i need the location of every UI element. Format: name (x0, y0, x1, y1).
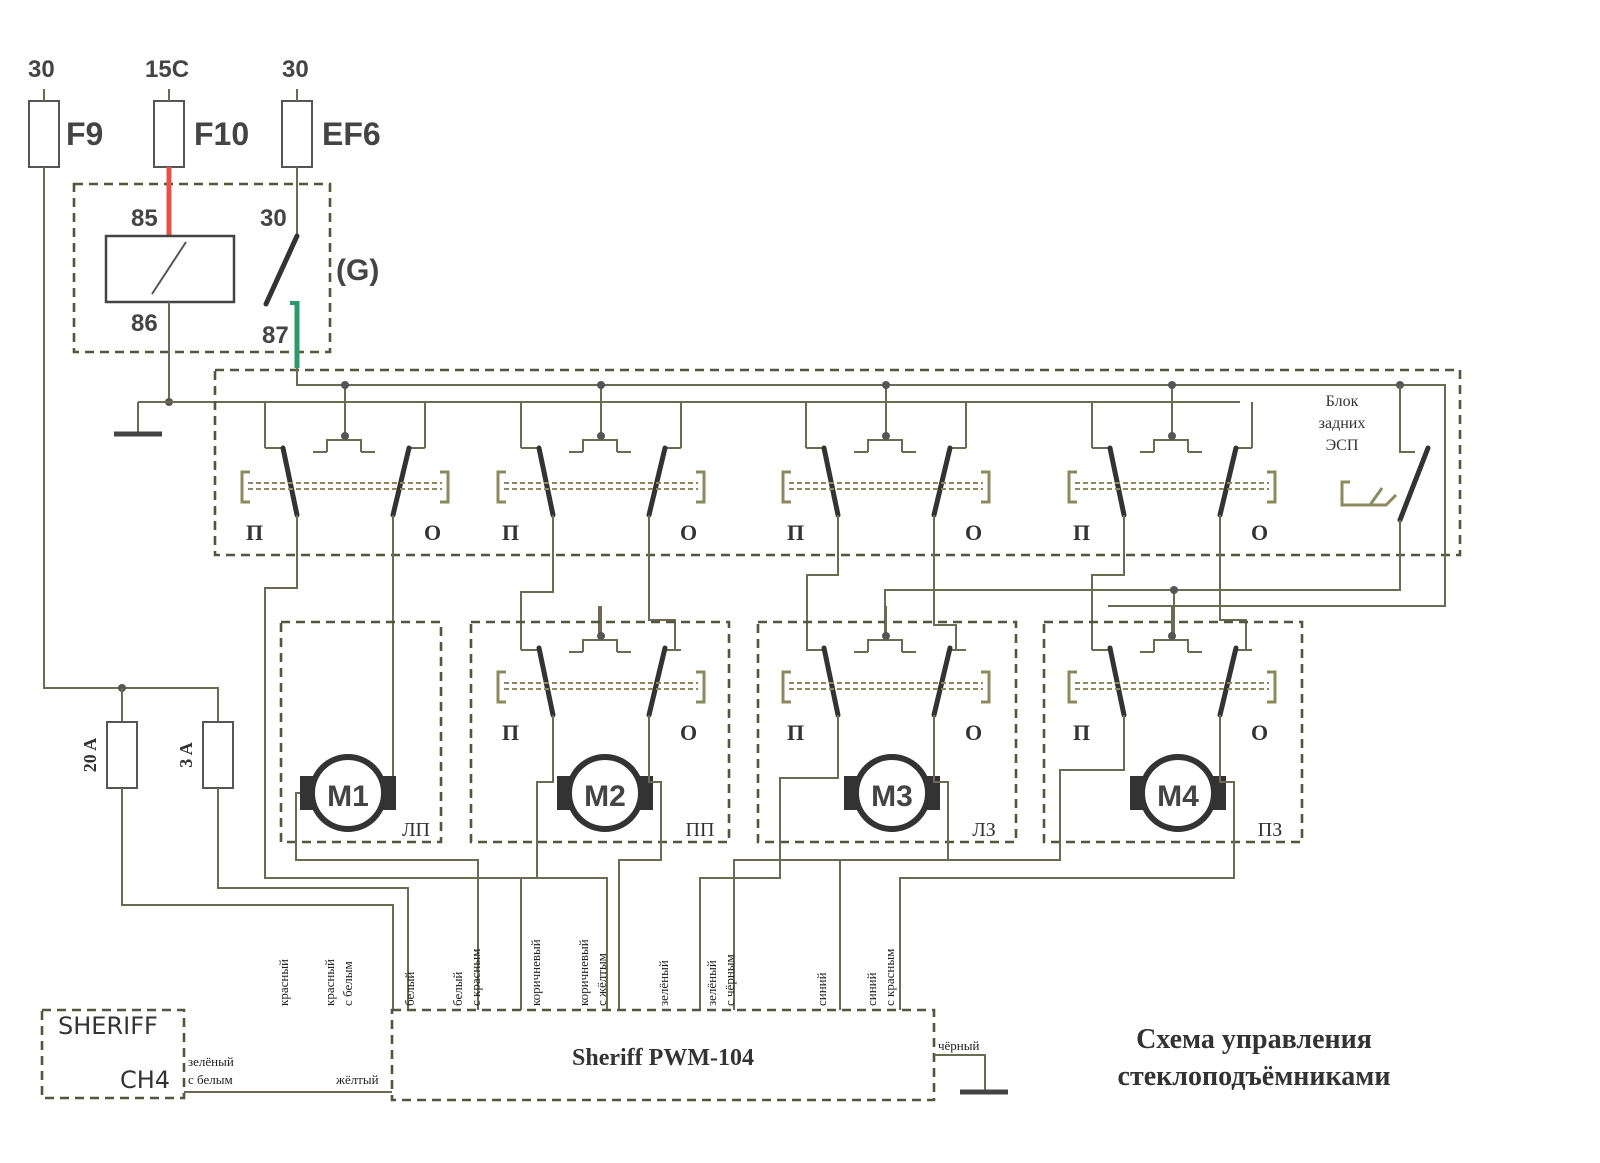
motor-m2: M2 ПП (520, 715, 715, 1010)
alarm-box (40, 1008, 186, 1100)
fuse-body-f9 (28, 100, 60, 168)
wire-label-4b: с красным (468, 949, 483, 1006)
pwm-feed: 20 A 3 A (43, 167, 409, 1010)
relay-coil (104, 234, 236, 304)
top-switch-3: П О (781, 381, 991, 545)
wire-label-6b: с жёлтым (594, 953, 609, 1006)
lower-switch-pp: П О (496, 606, 706, 745)
wire-label-9: синий (814, 972, 829, 1006)
ground-left (114, 398, 265, 437)
wire-label-5: коричневый (528, 939, 543, 1006)
lower-switch-lz: П О (781, 606, 991, 745)
wire-label-yellow: жёлтый (335, 1072, 379, 1087)
motor-m4: M4 ПЗ (839, 715, 1282, 1010)
alarm-unit: SHERIFF CH4 зелёный с белым жёлтый (40, 1008, 392, 1100)
alarm-model: CH4 (120, 1066, 170, 1094)
terminal-f9: 30 (28, 56, 55, 83)
svg-text:П: П (502, 520, 519, 545)
svg-text:П: П (787, 520, 804, 545)
svg-text:П: П (787, 720, 804, 745)
wire-label-4a: белый (450, 972, 465, 1006)
svg-text:П: П (1073, 720, 1090, 745)
pwm-module-name: Sheriff PWM-104 (572, 1045, 754, 1071)
motor-m3: M3 ЛЗ (699, 715, 996, 1010)
svg-text:П: П (246, 520, 263, 545)
svg-text:О: О (680, 520, 697, 545)
svg-text:О: О (965, 520, 982, 545)
motor-m1: M1 ЛП (295, 754, 479, 1010)
top-switch-row: П О П О П О (240, 381, 1277, 545)
svg-text:О: О (965, 720, 982, 745)
motor-location-m3: ЛЗ (972, 819, 996, 841)
top-switch-1: П О (240, 381, 450, 545)
wire-label-3: белый (402, 972, 417, 1006)
fuse-f9: 30 F9 (28, 56, 103, 168)
wire-label-green-white-2: с белым (188, 1072, 233, 1087)
relay-contact (263, 233, 300, 307)
door-block-lp (279, 620, 443, 844)
wire-label-1: красный (276, 959, 291, 1006)
svg-text:О: О (424, 520, 441, 545)
wire-label-2b: с белым (340, 961, 355, 1006)
wire-label-6a: коричневый (576, 939, 591, 1006)
wire-label-black: чёрный (938, 1038, 979, 1053)
relay-name: (G) (336, 254, 379, 287)
rear-block-label-2: задних (1319, 415, 1366, 432)
motor-location-m1: ЛП (402, 819, 430, 841)
svg-text:П: П (502, 720, 519, 745)
fuse-label-ef6: EF6 (322, 116, 381, 152)
terminal-f10: 15C (145, 56, 189, 83)
fuse-label-f10: F10 (194, 116, 249, 152)
wire-label-8b: с чёрным (722, 954, 737, 1006)
motor-label-m3: M3 (871, 780, 913, 813)
driver-block-frame (213, 368, 1462, 557)
fuse-f10: 15C F10 (145, 56, 249, 168)
svg-text:П: П (1073, 520, 1090, 545)
motor-location-m4: ПЗ (1258, 819, 1282, 841)
rear-block-label-3: ЭСП (1326, 437, 1359, 454)
relay-pin-87: 87 (262, 322, 289, 349)
motor-label-m1: M1 (327, 780, 369, 813)
relay-g: 85 86 30 87 (G) (72, 167, 379, 402)
fuse-body-f10 (153, 100, 185, 168)
wire-label-8a: зелёный (704, 960, 719, 1006)
motor-label-m4: M4 (1157, 780, 1199, 813)
relay-pin-30: 30 (260, 205, 287, 232)
fuse-body-20a (106, 721, 138, 789)
fuse-ef6: 30 EF6 (281, 56, 381, 168)
wire-label-10b: с красным (882, 949, 897, 1006)
relay-pin-86: 86 (131, 310, 158, 337)
wire-label-2a: красный (322, 959, 337, 1006)
wire-label-7: зелёный (656, 960, 671, 1006)
motor-location-m2: ПП (686, 819, 715, 841)
lower-switch-pz: П О (1067, 606, 1277, 745)
svg-text:О: О (1251, 720, 1268, 745)
rear-block-label-1: Блок (1326, 393, 1359, 410)
top-switch-4: П О (1067, 381, 1277, 545)
fuse-label-3a: 3 A (176, 742, 196, 768)
relay-pin-85: 85 (131, 205, 158, 232)
driver-switch-block (213, 368, 1462, 607)
wire-labels: красный красный с белым белый белый с кр… (276, 939, 897, 1006)
svg-text:О: О (1251, 520, 1268, 545)
motor-label-m2: M2 (584, 780, 626, 813)
lower-switch-row: П О П О П О (496, 606, 1277, 745)
title-line-2: стеклоподъёмниками (1118, 1061, 1391, 1092)
fuse-label-20a: 20 A (80, 738, 100, 773)
top-switch-2: П О (496, 381, 706, 545)
terminal-ef6: 30 (282, 56, 309, 83)
svg-text:О: О (680, 720, 697, 745)
fuse-body-3a (202, 721, 234, 789)
fuse-label-f9: F9 (66, 116, 103, 152)
wire-label-10a: синий (864, 972, 879, 1006)
relay-box (72, 182, 332, 354)
wire-label-green-white-1: зелёный (188, 1054, 234, 1069)
title-line-1: Схема управления (1136, 1024, 1372, 1055)
pwm-module: Sheriff PWM-104 чёрный (390, 1008, 1008, 1102)
fuse-body-ef6 (281, 100, 313, 168)
alarm-brand: SHERIFF (58, 1012, 158, 1040)
diagram-title: Схема управления стеклоподъёмниками (1118, 1024, 1391, 1092)
